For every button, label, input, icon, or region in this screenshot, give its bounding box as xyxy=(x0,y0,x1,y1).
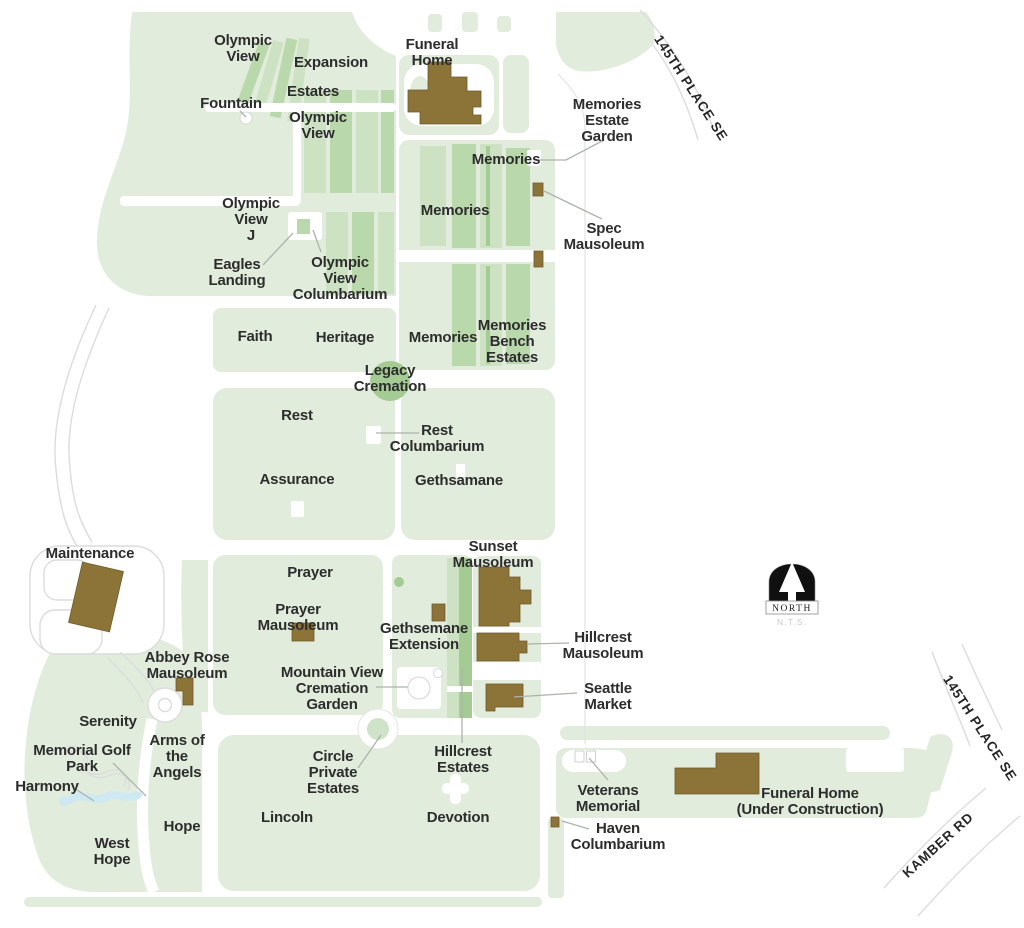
label-legacy-cremation: Legacy Cremation xyxy=(353,362,427,396)
label-prayer-mausoleum: Prayer Mausoleum xyxy=(257,601,339,635)
building-prayer-mausoleum xyxy=(291,622,315,642)
building-hillcrest-mausoleum xyxy=(476,632,528,662)
building-abbey-rose-mausoleum xyxy=(175,677,194,706)
label-memories-bench-estates: Memories Bench Estates xyxy=(477,317,547,367)
label-funeral-home-under-construction: Funeral Home (Under Construction) xyxy=(736,785,884,819)
label-memorial-golf-park: Memorial Golf Park xyxy=(33,742,131,776)
label-abbey-rose-mausoleum: Abbey Rose Mausoleum xyxy=(144,649,230,683)
label-serenity: Serenity xyxy=(79,713,137,730)
label-arms-of-the-angels: Arms of the Angels xyxy=(149,732,205,782)
label-mountain-view-cremation-garden: Mountain View Cremation Garden xyxy=(280,664,384,714)
label-heritage: Heritage xyxy=(315,329,375,346)
label-funeral-home: Funeral Home xyxy=(405,36,459,70)
label-veterans-memorial: Veterans Memorial xyxy=(575,782,641,816)
label-hillcrest-estates: Hillcrest Estates xyxy=(434,743,492,777)
garden-strips xyxy=(237,37,530,718)
section-lincoln-devotion xyxy=(218,735,540,891)
label-rest-columbarium: Rest Columbarium xyxy=(389,422,485,456)
label-west-hope: West Hope xyxy=(93,835,131,869)
label-harmony: Harmony xyxy=(15,778,79,795)
road-145th-right-edge xyxy=(931,651,971,747)
label-prayer: Prayer xyxy=(287,564,333,581)
label-spec-mausoleum: Spec Mausoleum xyxy=(563,220,645,254)
label-gethsamane: Gethsamane xyxy=(414,472,504,489)
label-assurance: Assurance xyxy=(259,471,335,488)
building-spec-mausoleum xyxy=(532,182,544,197)
building-gethsemane-extension xyxy=(431,603,446,622)
legacy-cremation-circle xyxy=(370,361,410,401)
section-topright-wedge xyxy=(556,12,655,72)
north-arrow-icon xyxy=(779,562,805,601)
section-rest-assurance xyxy=(213,388,395,540)
building-funeral-home-under-construction xyxy=(674,752,760,795)
fountain-site xyxy=(239,111,253,125)
buildings xyxy=(68,61,760,828)
rest-columbarium-site xyxy=(366,426,381,444)
section-faith-heritage xyxy=(213,308,396,372)
label-faith: Faith xyxy=(237,328,273,345)
label-memories-1: Memories xyxy=(471,151,541,168)
section-haven-strip xyxy=(548,818,564,898)
harmony-creek xyxy=(59,791,142,806)
label-sunset-mausoleum: Sunset Mausoleum xyxy=(452,538,534,572)
compass-nts-label: N.T.S. xyxy=(777,617,807,627)
building-sunset-mausoleum xyxy=(478,566,532,627)
label-expansion: Expansion xyxy=(293,54,369,71)
label-estates: Estates xyxy=(287,83,339,100)
label-circle-private-estates: Circle Private Estates xyxy=(307,748,359,798)
label-rest: Rest xyxy=(281,407,313,424)
label-olympic-view-nw: Olympic View xyxy=(214,32,272,66)
building-maintenance xyxy=(68,561,124,633)
building-seattle-market xyxy=(485,683,524,712)
label-haven-columbarium: Haven Columbarium xyxy=(570,820,666,854)
compass-north-label: NORTH xyxy=(772,604,812,614)
olympic-view-columbarium-site xyxy=(297,219,310,234)
section-gethsamane xyxy=(401,388,555,540)
label-gethsemane-extension: Gethsemane Extension xyxy=(379,620,469,654)
label-eagles-landing: Eagles Landing xyxy=(208,256,266,290)
label-lincoln: Lincoln xyxy=(261,809,313,826)
label-memories-2: Memories xyxy=(420,202,490,219)
memories-estate-garden-site xyxy=(527,150,541,166)
label-olympic-view-j: Olympic View J xyxy=(222,195,280,245)
building-haven-columbarium xyxy=(550,816,560,828)
section-kamber-triangle xyxy=(919,734,953,792)
leader-lines xyxy=(73,110,609,830)
building-funeral-home xyxy=(407,61,482,125)
road-145th-top-edge xyxy=(652,44,699,141)
label-devotion: Devotion xyxy=(426,809,490,826)
label-fountain: Fountain xyxy=(200,95,262,112)
road-kamber-edge xyxy=(883,787,987,889)
label-memories-estate-garden: Memories Estate Garden xyxy=(572,96,642,146)
label-hope: Hope xyxy=(163,818,201,835)
north-compass: NORTH N.T.S. xyxy=(765,562,819,627)
label-olympic-view-columbarium: Olympic View Columbarium xyxy=(292,254,388,304)
label-hillcrest-mausoleum: Hillcrest Mausoleum xyxy=(562,629,644,663)
label-memories-3: Memories xyxy=(408,329,478,346)
label-olympic-view-mid: Olympic View xyxy=(289,109,347,143)
label-maintenance: Maintenance xyxy=(45,545,135,562)
label-seattle-market: Seattle Market xyxy=(584,680,632,714)
